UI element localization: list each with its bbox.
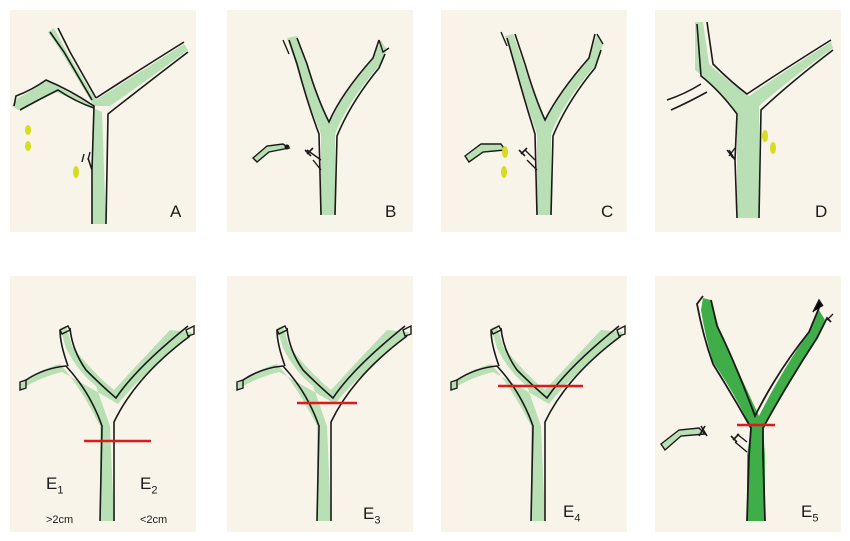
vessel-drawing-e3: [236, 324, 412, 522]
panel-c: C: [441, 10, 627, 232]
label-e1: E1: [46, 474, 64, 497]
panel-label: A: [170, 202, 182, 221]
vessel-drawing-e5: [660, 295, 834, 522]
label-e5: E5: [801, 502, 819, 525]
stone-marker: [502, 146, 508, 158]
panel-label: D: [815, 202, 828, 221]
vessel-drawing-b: [251, 36, 390, 216]
vessel-drawing-e4: [450, 324, 626, 522]
vessel-drawing-e1-e2: [19, 324, 195, 522]
panel-a: A: [10, 10, 196, 232]
panel-e5: E5: [655, 276, 841, 532]
stone-marker: [25, 141, 31, 151]
stone-marker: [762, 130, 768, 142]
vessel-drawing-a: [12, 27, 189, 225]
panel-d: D: [655, 10, 841, 232]
stone-marker: [25, 125, 31, 135]
panel-e3: E3: [227, 276, 413, 532]
panel-label: C: [601, 202, 614, 221]
vessel-drawing-d: [666, 21, 834, 219]
vessel-drawing-c: [464, 31, 604, 216]
stone-marker: [73, 166, 79, 178]
label-e3: E3: [363, 504, 381, 527]
stone-marker: [770, 142, 776, 154]
stone-marker: [501, 166, 507, 178]
label-e2: E2: [140, 474, 158, 497]
panel-e4: E4: [441, 276, 627, 532]
panel-b: B: [227, 10, 413, 232]
note-greater-2cm: >2cm: [46, 514, 74, 526]
label-e4: E4: [563, 502, 581, 525]
panel-label: B: [385, 202, 397, 221]
panel-e1-e2: E1 E2 >2cm <2cm: [10, 276, 196, 532]
note-less-2cm: <2cm: [140, 514, 168, 526]
